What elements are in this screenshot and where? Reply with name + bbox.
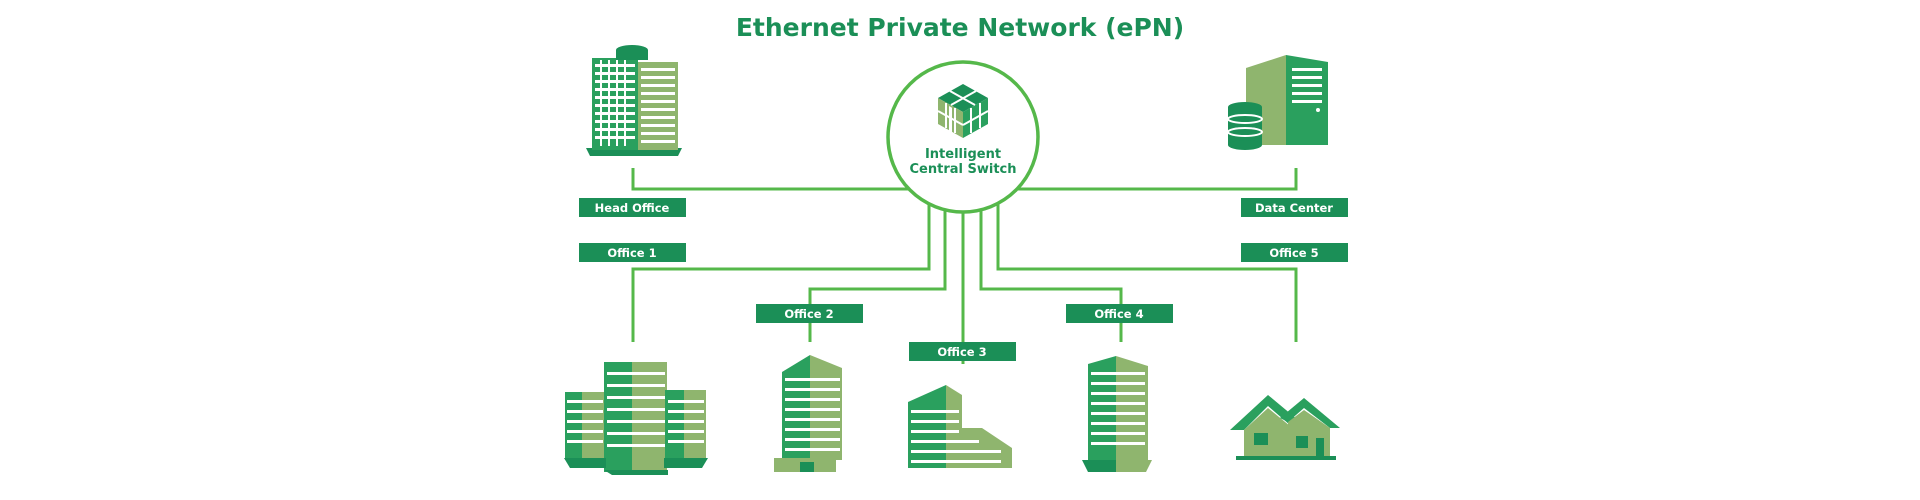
edge-office-1 bbox=[631, 204, 931, 342]
tall-building-icon bbox=[774, 355, 842, 472]
central-switch-hub: Intelligent Central Switch bbox=[886, 60, 1040, 214]
svg-text:Office 4: Office 4 bbox=[1094, 307, 1143, 321]
diagram-title: Ethernet Private Network (ePN) bbox=[736, 13, 1184, 42]
node-label-office-2: Office 2 bbox=[756, 304, 863, 323]
office-complex-icon bbox=[564, 362, 708, 475]
node-label-head-office: Head Office bbox=[579, 198, 686, 217]
svg-text:Office 2: Office 2 bbox=[784, 307, 833, 321]
svg-text:Data Center: Data Center bbox=[1255, 201, 1333, 215]
node-label-office-3: Office 3 bbox=[909, 342, 1016, 361]
svg-text:Office 3: Office 3 bbox=[937, 345, 986, 359]
svg-text:Head Office: Head Office bbox=[595, 201, 670, 215]
svg-text:Office 5: Office 5 bbox=[1269, 246, 1318, 260]
low-rise-building-icon bbox=[908, 385, 1012, 468]
hub-label-line1: Intelligent bbox=[925, 147, 1001, 162]
hub-label-line2: Central Switch bbox=[910, 162, 1017, 177]
node-label-office-1: Office 1 bbox=[579, 243, 686, 262]
connector-lines bbox=[631, 168, 1298, 364]
server-database-icon bbox=[1227, 55, 1328, 150]
office-tower-icon bbox=[586, 45, 682, 156]
svg-text:Office 1: Office 1 bbox=[607, 246, 656, 260]
node-label-office-5: Office 5 bbox=[1241, 243, 1348, 262]
edge-head-office bbox=[631, 168, 908, 191]
mid-rise-building-icon bbox=[1082, 356, 1152, 472]
node-label-office-4: Office 4 bbox=[1066, 304, 1173, 323]
node-label-data-center: Data Center bbox=[1241, 198, 1348, 217]
edge-data-center bbox=[1012, 168, 1298, 191]
house-icon bbox=[1230, 395, 1340, 460]
edge-office-5 bbox=[996, 204, 1298, 342]
switch-cube-icon bbox=[937, 84, 989, 138]
